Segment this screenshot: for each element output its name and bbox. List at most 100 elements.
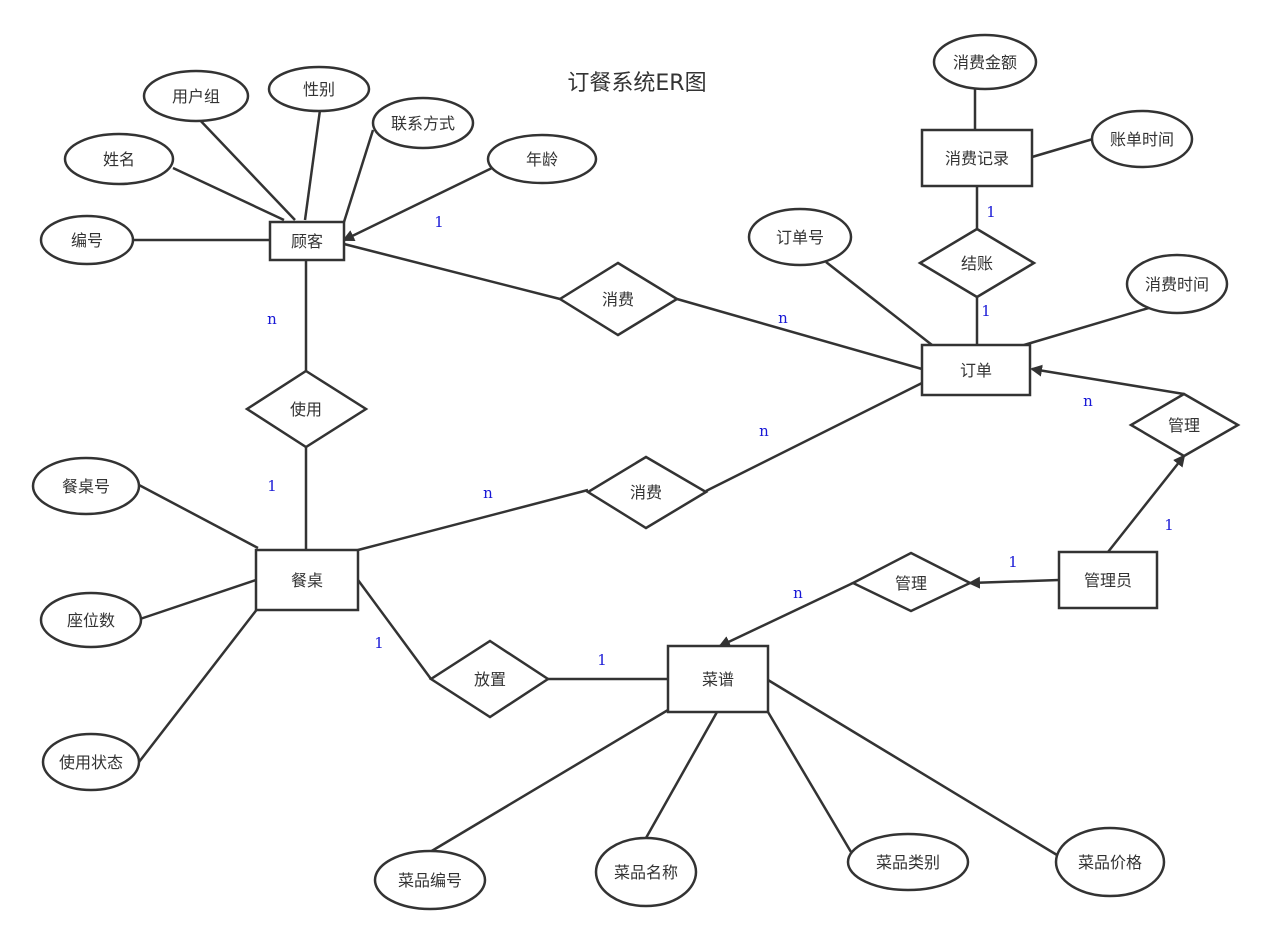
- entity-admin: 管理员: [1057, 550, 1159, 610]
- relation-consume-table-label: 消费: [630, 483, 662, 502]
- edge-table-no: [138, 483, 259, 550]
- edge-record-billtime: [1031, 137, 1094, 159]
- attr-dish-no: 菜品编号: [373, 849, 487, 911]
- entity-admin-label: 管理员: [1084, 571, 1132, 590]
- attr-age-label: 年龄: [526, 150, 558, 169]
- edge-manage-order: [1030, 364, 1185, 396]
- attr-seats: 座位数: [39, 591, 143, 649]
- entity-table: 餐桌: [254, 548, 360, 612]
- entities: 顾客 订单 餐桌 菜谱 管理员 消费记录: [254, 128, 1159, 714]
- edge-menu-dishno: [429, 708, 669, 854]
- edge-consume-order2: [705, 381, 923, 493]
- card-customer-consume: 1: [434, 213, 444, 231]
- relation-use-label: 使用: [290, 400, 322, 419]
- relation-checkout-label: 结账: [961, 254, 993, 273]
- attr-consume-time: 消费时间: [1125, 253, 1229, 315]
- relation-manage-menu-label: 管理: [895, 574, 927, 593]
- relation-consume-order: 消费: [557, 261, 680, 337]
- edge-table-place: [356, 579, 433, 680]
- card-use-table: 1: [267, 477, 277, 495]
- entity-customer-label: 顾客: [291, 232, 323, 251]
- attr-gender: 性别: [267, 65, 371, 113]
- card-manage-menu: n: [793, 584, 803, 602]
- card-place-menu: 1: [597, 651, 607, 669]
- attr-order-no: 订单号: [747, 207, 853, 267]
- attr-dish-no-label: 菜品编号: [398, 871, 462, 890]
- attr-status-label: 使用状态: [59, 753, 123, 772]
- entity-record: 消费记录: [920, 128, 1034, 188]
- attr-consume-time-label: 消费时间: [1145, 275, 1209, 294]
- card-manage-admin: 1: [1164, 516, 1174, 534]
- attr-bill-time-label: 账单时间: [1110, 130, 1174, 149]
- edge-menu-dishname: [644, 711, 719, 839]
- entity-table-label: 餐桌: [291, 571, 323, 590]
- edge-customer-consume: [343, 242, 561, 301]
- edge-table-seats: [139, 578, 257, 621]
- attr-age: 年龄: [486, 133, 598, 185]
- attr-dish-price: 菜品价格: [1054, 826, 1166, 898]
- attr-order-no-label: 订单号: [776, 228, 824, 247]
- edge-menu-dishtype: [766, 711, 853, 853]
- attr-table-no: 餐桌号: [31, 456, 141, 516]
- attr-contact: 联系方式: [371, 96, 475, 150]
- attr-user-group-label: 用户组: [172, 87, 220, 106]
- edge-menu-dishprice: [767, 678, 1058, 857]
- edge-customer-gender: [303, 109, 322, 221]
- edges: [133, 88, 1186, 857]
- relation-place: 放置: [428, 639, 551, 719]
- attr-dish-type: 菜品类别: [846, 832, 970, 892]
- entity-menu-label: 菜谱: [702, 670, 734, 689]
- relation-use: 使用: [244, 369, 369, 449]
- edge-customer-name: [172, 166, 285, 222]
- attr-amount: 消费金额: [932, 33, 1038, 91]
- entity-customer: 顾客: [268, 220, 346, 262]
- attr-contact-label: 联系方式: [391, 114, 455, 133]
- relation-place-label: 放置: [474, 670, 506, 689]
- attr-dish-name-label: 菜品名称: [614, 863, 678, 882]
- entity-record-label: 消费记录: [945, 149, 1009, 168]
- attr-dish-name: 菜品名称: [594, 836, 698, 908]
- relation-manage-menu: 管理: [850, 551, 973, 613]
- attr-dish-price-label: 菜品价格: [1078, 853, 1142, 872]
- attr-customer-id: 编号: [39, 214, 135, 266]
- edge-order-time: [1023, 305, 1153, 347]
- edge-table-status: [138, 607, 259, 763]
- attr-customer-id-label: 编号: [71, 231, 103, 250]
- attr-bill-time: 账单时间: [1090, 109, 1194, 169]
- relation-checkout: 结账: [917, 227, 1037, 299]
- entity-menu: 菜谱: [666, 644, 770, 714]
- relation-manage-order: 管理: [1128, 392, 1241, 458]
- attr-seats-label: 座位数: [67, 611, 115, 630]
- attr-customer-name: 姓名: [63, 132, 175, 186]
- entity-order: 订单: [920, 343, 1032, 397]
- attr-user-group: 用户组: [142, 69, 250, 123]
- attr-gender-label: 性别: [303, 80, 335, 99]
- attributes: 编号 姓名 用户组 性别 联系方式 年龄 订单号 消费时间: [31, 33, 1229, 911]
- edge-consume-order: [676, 297, 923, 371]
- edge-admin-manage2: [968, 576, 1060, 589]
- attr-amount-label: 消费金额: [953, 53, 1017, 72]
- attr-table-no-label: 餐桌号: [62, 477, 110, 496]
- diagram-title: 订餐系统ER图: [567, 71, 706, 96]
- attr-status: 使用状态: [41, 732, 141, 792]
- card-checkout-order: 1: [981, 302, 991, 320]
- card-record-checkout: 1: [986, 203, 996, 221]
- entity-order-label: 订单: [960, 361, 992, 380]
- card-order-manage: n: [1083, 392, 1093, 410]
- edge-admin-manage: [1107, 454, 1186, 553]
- card-admin-manage: 1: [1008, 553, 1018, 571]
- edge-customer-contact: [342, 129, 375, 223]
- edge-manage-menu: [718, 581, 854, 648]
- edge-customer-age: [342, 166, 493, 242]
- card-customer-use: n: [267, 310, 277, 328]
- cardinalities: 1 n n 1 n n 1 1 n 1 1 n 1 1: [267, 203, 1174, 669]
- relation-consume-order-label: 消费: [602, 290, 634, 309]
- relation-consume-table: 消费: [585, 455, 709, 530]
- card-table-place: 1: [374, 634, 384, 652]
- card-table-consume: n: [483, 484, 493, 502]
- edge-customer-usergroup: [196, 116, 296, 221]
- card-consume-order: n: [778, 309, 788, 327]
- relations: 消费 使用 消费 结账 管理 管理 放置: [244, 227, 1241, 719]
- edge-table-consume: [357, 488, 589, 552]
